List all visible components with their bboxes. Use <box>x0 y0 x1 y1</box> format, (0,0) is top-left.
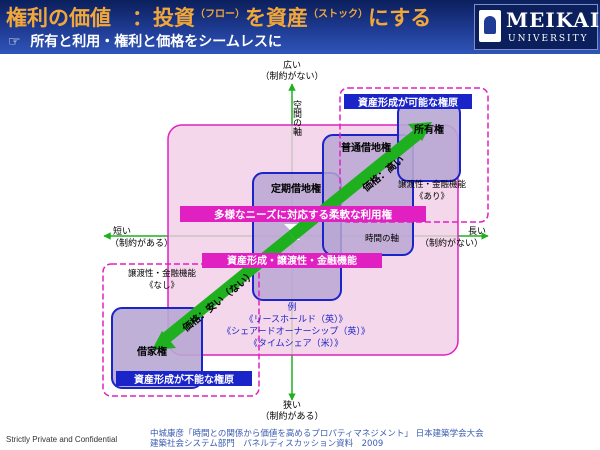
footer: Strictly Private and Confidential 中城康彦「時… <box>0 428 600 450</box>
asset-band: 資産形成・譲渡性・金融機能 <box>227 254 357 267</box>
logo-name: MEIKAI <box>506 8 600 32</box>
right-sub-label: （制約がない） <box>420 237 483 249</box>
title-part-b: を資産 <box>245 6 308 30</box>
header-bar: 権利の価値 ：投資（フロー）を資産（ストック）にする ☞ 所有と利用・権利と価格… <box>0 0 600 54</box>
right-label: 長い <box>468 226 486 237</box>
footer-confidential: Strictly Private and Confidential <box>6 435 118 444</box>
impossible-banner: 資産形成が不能な権原 <box>134 373 234 386</box>
transfer-no-line1: 譲渡性・金融機能 <box>128 268 197 279</box>
left-label: 短い <box>113 225 131 237</box>
impossible-banner-bg <box>116 371 252 386</box>
logo-subtext: UNIVERSITY <box>508 34 589 44</box>
footer-citation: 中城康彦「時間との関係から価値を高めるプロパティマネジメント」 日本建築学会大会… <box>150 429 484 449</box>
house-lease-label: 借家権 <box>136 345 167 358</box>
vertical-axis-label: 空間の軸 <box>291 99 302 137</box>
footer-citation-line1: 中城康彦「時間との関係から価値を高めるプロパティマネジメント」 日本建築学会大会 <box>150 429 484 439</box>
example-item-3: 《タイムシェア（米）》 <box>249 337 343 349</box>
ownership-label: 所有権 <box>414 123 444 136</box>
possible-banner: 資産形成が可能な権原 <box>358 96 458 109</box>
university-logo: MEIKAI UNIVERSITY <box>474 4 600 50</box>
example-item-1: 《リースホールド（英）》 <box>244 313 347 325</box>
bottom-sub-label: （制約がある） <box>260 410 323 422</box>
page-title: 権利の価値 ：投資（フロー）を資産（ストック）にする <box>6 2 431 32</box>
title-stock: （ストック） <box>308 9 368 20</box>
price-high-arrowhead <box>408 122 432 141</box>
transfer-no-line2: 《なし》 <box>145 281 179 291</box>
hand-pointing-icon: ☞ <box>8 34 21 50</box>
price-low-arrowhead <box>152 331 176 350</box>
top-label: 広い <box>283 59 301 71</box>
possible-region <box>339 87 489 223</box>
transfer-yes-line2: 《あり》 <box>415 192 449 202</box>
fixed-lease-label: 定期借地権 <box>271 182 321 195</box>
bottom-label: 狭い <box>283 399 301 411</box>
impossible-region <box>102 263 260 397</box>
logo-emblem-icon <box>479 10 501 42</box>
example-item-2: 《シェアードオーナーシップ（英）》 <box>222 325 370 337</box>
left-sub-label: （制約がある） <box>110 237 173 249</box>
possible-banner-bg <box>344 94 472 109</box>
title-part-c: にする <box>368 6 432 30</box>
flexible-banner: 多様なニーズに対応する柔軟な利用権 <box>214 208 392 221</box>
title-flow: （フロー） <box>195 9 245 20</box>
example-title: 例 <box>287 301 296 313</box>
transfer-yes-line1: 譲渡性・金融機能 <box>398 179 467 190</box>
flexible-banner-bg <box>180 206 426 222</box>
asset-band-bg <box>202 253 382 268</box>
footer-citation-line2: 建築社会システム部門 パネルディスカッション資料 2009 <box>150 439 384 449</box>
normal-lease-label: 普通借地権 <box>341 141 391 154</box>
horizontal-axis-label: 時間の軸 <box>365 233 399 244</box>
rights-diagram: 価格：高い 価格：安い（ない） 広い （制約がない） 狭い （制約がある） 短い… <box>102 59 489 422</box>
top-sub-label: （制約がない） <box>260 70 323 82</box>
page-subtitle: ☞ 所有と利用・権利と価格をシームレスに <box>8 31 282 51</box>
title-part-a: 権利の価値 ：投資 <box>6 6 195 30</box>
subtitle-text: 所有と利用・権利と価格をシームレスに <box>30 34 282 50</box>
